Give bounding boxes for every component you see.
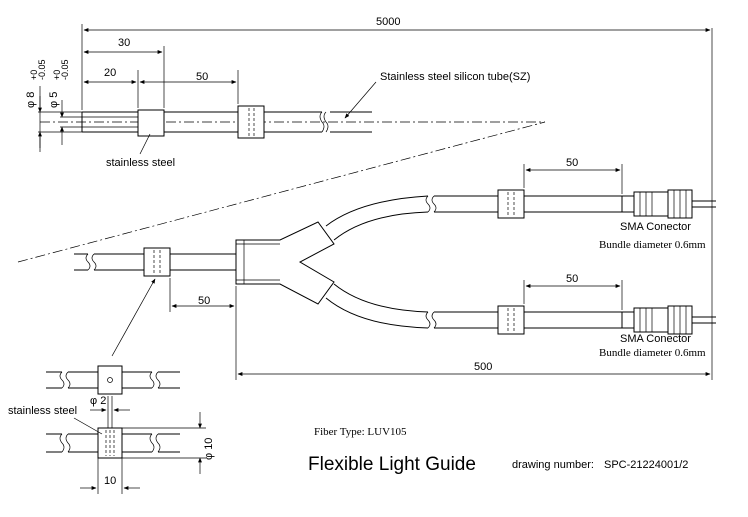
dim-50-top: 50 bbox=[196, 71, 208, 83]
trunk-band bbox=[143, 247, 171, 277]
drawing-title: Flexible Light Guide bbox=[308, 454, 476, 475]
dim-500: 500 bbox=[474, 361, 492, 373]
dia5-tol-minus: -0.05 bbox=[60, 59, 70, 80]
top-tube-detail: φ 8 +0 -0.05 φ 5 +0 -0.05 30 20 50 stain… bbox=[25, 24, 545, 169]
dia8-tol-minus: -0.05 bbox=[37, 59, 47, 80]
label-stainless-steel-top: stainless steel bbox=[106, 157, 175, 169]
y-splitter bbox=[235, 221, 335, 305]
label-tube-material: Stainless steel silicon tube(SZ) bbox=[380, 71, 530, 83]
label-bundle-bottom: Bundle diameter 0.6mm bbox=[599, 347, 706, 359]
main-assembly: 50 SMA Conector Bundle diameter 0.6mm 50… bbox=[74, 157, 716, 380]
detail-side-view: φ 2 φ 10 10 stainless steel bbox=[8, 395, 215, 494]
lower-band bbox=[497, 305, 525, 335]
dim-phi10: φ 10 bbox=[203, 438, 215, 460]
lower-sma-connector bbox=[621, 305, 716, 335]
dim-phi2: φ 2 bbox=[90, 395, 106, 407]
upper-band bbox=[497, 189, 525, 219]
dim-len10: 10 bbox=[104, 475, 116, 487]
dim-20: 20 bbox=[104, 67, 116, 79]
top-sleeve-1 bbox=[137, 109, 165, 137]
fiber-type: Fiber Type: LUV105 bbox=[314, 426, 407, 438]
upper-sma-connector bbox=[621, 189, 716, 219]
dim-50-split: 50 bbox=[198, 295, 210, 307]
label-stainless-steel-detail: stainless steel bbox=[8, 405, 77, 417]
dia8-tol-plus: +0 bbox=[29, 70, 39, 80]
dia5-tol-plus: +0 bbox=[52, 70, 62, 80]
overall-dimension: 5000 bbox=[83, 16, 713, 380]
dim-30: 30 bbox=[118, 37, 130, 49]
label-bundle-top: Bundle diameter 0.6mm bbox=[599, 239, 706, 251]
dim-50-upper: 50 bbox=[566, 157, 578, 169]
drawing-number-label: drawing number: bbox=[512, 459, 594, 471]
dim-5000: 5000 bbox=[376, 16, 400, 28]
title-block: Fiber Type: LUV105 Flexible Light Guide … bbox=[308, 426, 688, 475]
drawing-number: SPC-21224001/2 bbox=[604, 459, 688, 471]
dia5-label: φ 5 bbox=[48, 92, 60, 108]
dim-50-lower: 50 bbox=[566, 273, 578, 285]
label-connector-top: SMA Conector bbox=[620, 221, 691, 233]
dia8-label: φ 8 bbox=[25, 92, 37, 108]
detail-top-view bbox=[46, 365, 180, 395]
label-connector-bottom: SMA Conector bbox=[620, 333, 691, 345]
top-band bbox=[237, 105, 265, 139]
